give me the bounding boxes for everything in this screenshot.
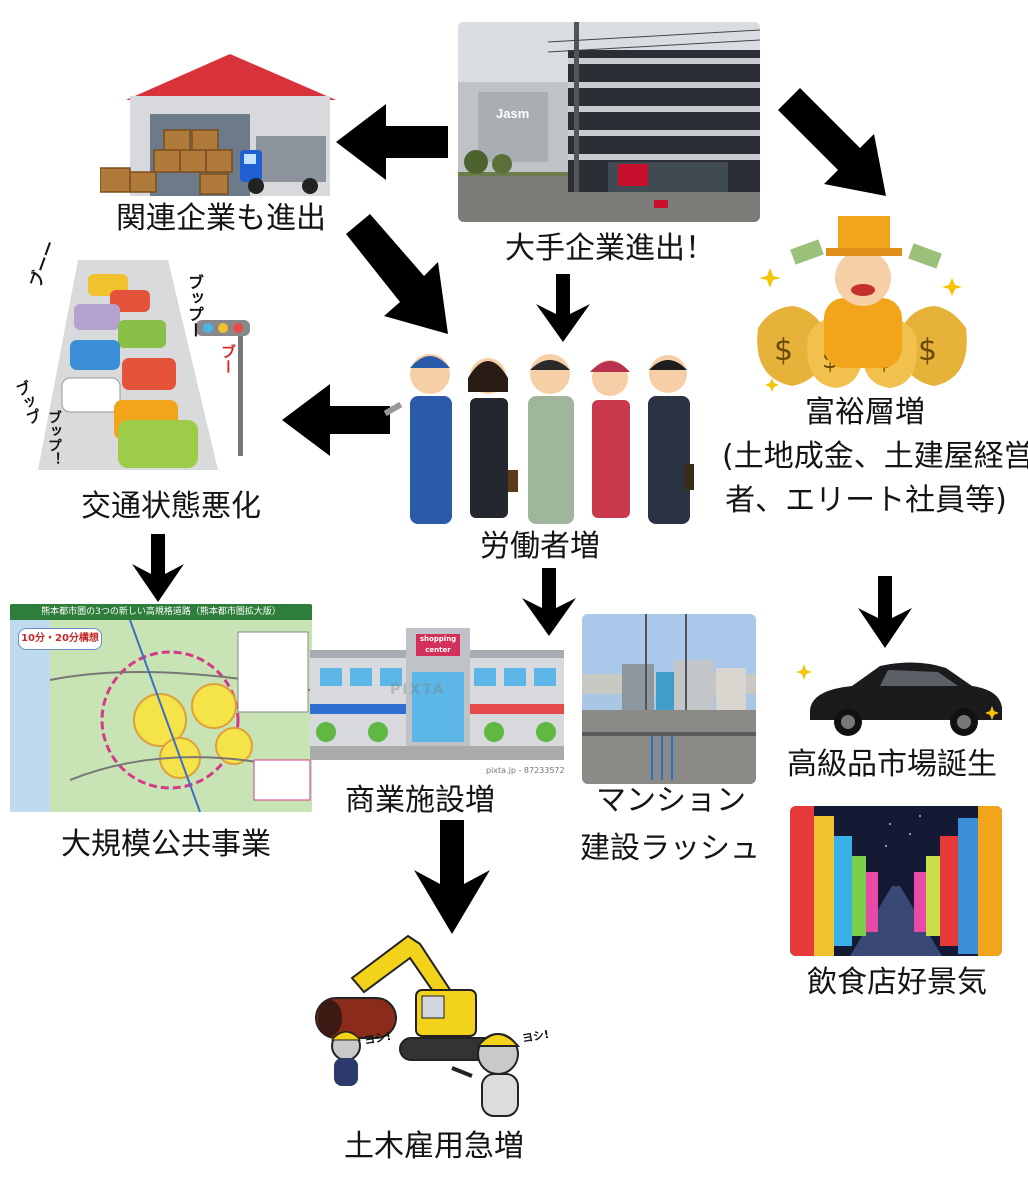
arrow-commercial-to-civil xyxy=(414,820,490,934)
workers-label: 労働者増 xyxy=(480,529,600,564)
company-label: 大手企業進出！ xyxy=(505,231,715,266)
traffic-label: 交通状態悪化 xyxy=(81,489,261,524)
arrow-company-to-related xyxy=(336,104,448,180)
svg-text:$: $ xyxy=(774,333,793,368)
traffic-jam-illustration: ブーー ブップー ブー ブップ ブップ！ xyxy=(12,238,250,470)
traffic-sfx-3: ブー xyxy=(219,344,237,374)
rich-man-illustration: $ $ $ $ xyxy=(752,208,972,398)
mansion-construction-photo xyxy=(582,614,756,784)
restaurants-label: 飲食店好景気 xyxy=(807,965,987,1000)
arrow-workers-to-traffic xyxy=(282,384,390,456)
arrow-company-to-workers xyxy=(536,274,590,342)
arrow-workers-to-commercial xyxy=(522,568,576,636)
civil-label: 土木雇用急増 xyxy=(344,1129,524,1164)
luxury-car-illustration xyxy=(796,654,1008,740)
wealthy-label-line1: 富裕層増 xyxy=(805,395,925,430)
mansion-label-line2: 建設ラッシュ xyxy=(580,831,760,866)
arrow-wealthy-to-luxury xyxy=(858,576,912,648)
shopping-center-illustration: shopping center PIXTA pixta.jp - 8723357… xyxy=(310,628,565,778)
workers-illustration xyxy=(383,340,700,526)
shopping-sign: shopping center xyxy=(419,635,457,654)
map-title: 熊本都市圏の3つの新しい高規格道路（熊本都市圏拡大版） xyxy=(10,604,312,620)
related-label: 関連企業も進出 xyxy=(116,201,326,236)
arrow-traffic-to-publicworks xyxy=(132,534,184,602)
company-sign-text: Jasm xyxy=(496,106,530,121)
public-works-label: 大規模公共事業 xyxy=(61,827,271,862)
pixta-credit: pixta.jp - 87233572 xyxy=(486,766,565,775)
wealthy-label-line2: (土地成金、土建屋経営 xyxy=(722,439,1028,474)
road-plan-map: 熊本都市圏の3つの新しい高規格道路（熊本都市圏拡大版） 10分・20分構想 xyxy=(10,604,312,812)
luxury-label: 高級品市場誕生 xyxy=(787,747,997,782)
arrow-related-to-workers xyxy=(346,214,448,334)
svg-text:$: $ xyxy=(918,333,937,368)
mansion-label-line1: マンション xyxy=(596,783,746,818)
excavator-cats-illustration: ヨシ! ヨシ! xyxy=(312,928,562,1128)
commercial-label: 商業施設増 xyxy=(345,783,495,818)
pixta-watermark: PIXTA xyxy=(390,682,446,698)
map-badge: 10分・20分構想 xyxy=(18,628,102,650)
arrow-company-to-wealthy xyxy=(778,88,886,196)
traffic-sfx-2: ブップー xyxy=(185,274,204,338)
restaurant-street-illustration xyxy=(790,806,1002,956)
wealthy-label-line3: 者、エリート社員等) xyxy=(725,483,1007,518)
warehouse-illustration xyxy=(99,40,340,200)
company-building-photo: Jasm xyxy=(458,22,760,222)
traffic-sfx-5: ブップ！ xyxy=(46,410,62,466)
